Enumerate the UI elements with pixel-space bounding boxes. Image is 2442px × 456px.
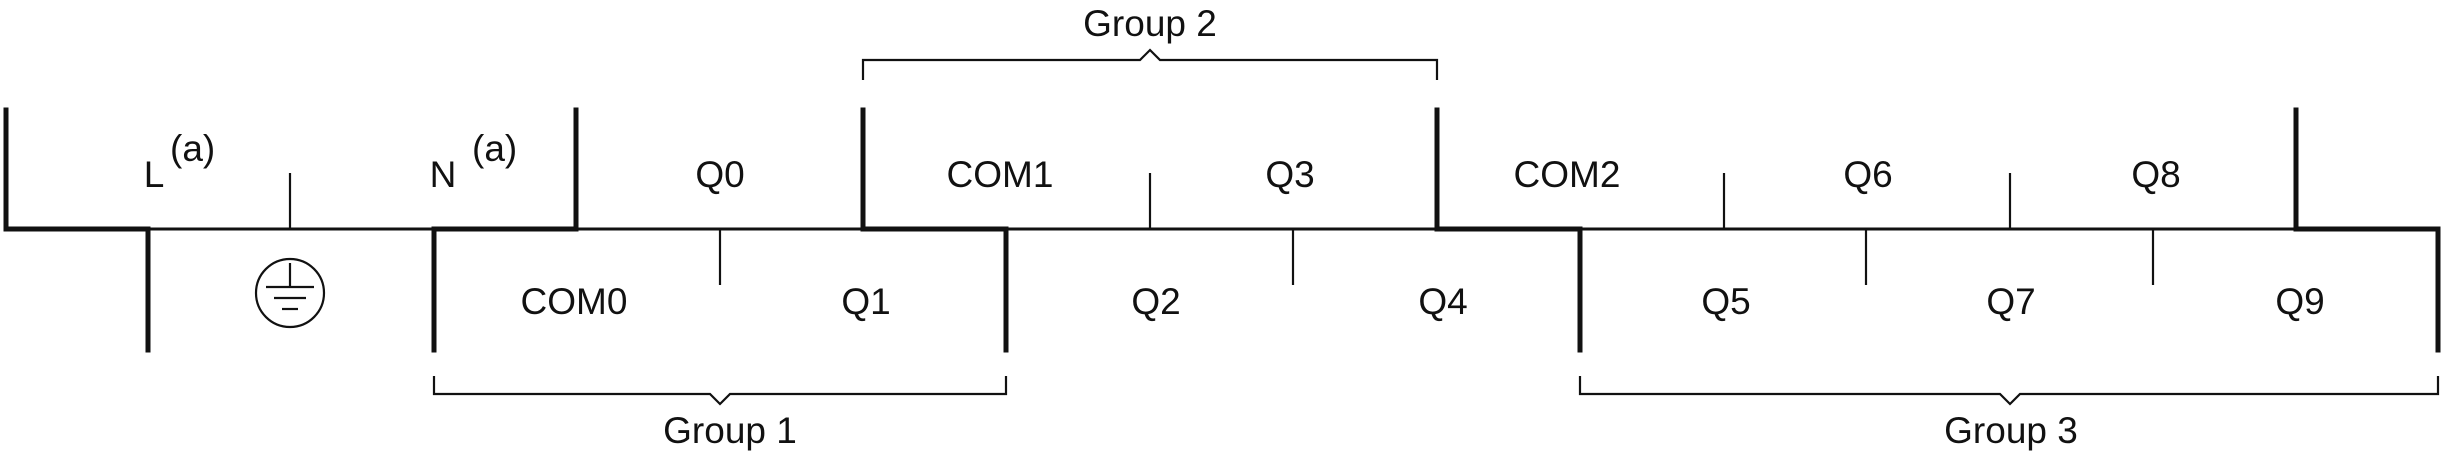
group-2-bracket [861,48,1439,80]
terminal-Q1: Q1 [841,281,890,322]
group-2-label: Group 2 [1083,3,1217,44]
terminal-N: N [430,154,457,195]
boundary-com1-top [860,107,1009,232]
group-3-bracket [1578,376,2440,406]
terminal-COM0: COM0 [521,281,628,322]
terminal-COM2: COM2 [1514,154,1621,195]
boundary-left-top [3,107,151,232]
terminal-Q6: Q6 [1843,154,1892,195]
terminal-Q2: Q2 [1131,281,1180,322]
terminal-N-note: (a) [472,128,517,169]
terminal-Q4: Q4 [1418,281,1467,322]
terminal-Q0: Q0 [695,154,744,195]
terminal-Q7: Q7 [1986,281,2035,322]
boundary-right-bottom [2293,226,2441,353]
terminal-L-note: (a) [170,128,215,169]
group-1-label: Group 1 [663,410,797,451]
group-3-label: Group 3 [1944,410,2078,451]
terminal-Q3: Q3 [1265,154,1314,195]
boundary-com0-bottom [431,226,579,353]
terminal-L: L [144,154,165,195]
terminal-COM1: COM1 [947,154,1054,195]
terminal-Q5: Q5 [1701,281,1750,322]
boundary-com2-top [1434,107,1583,232]
terminal-Q9: Q9 [2275,281,2324,322]
protective-earth-ground-icon [254,257,326,329]
group-1-bracket [432,376,1008,406]
terminal-Q8: Q8 [2131,154,2180,195]
